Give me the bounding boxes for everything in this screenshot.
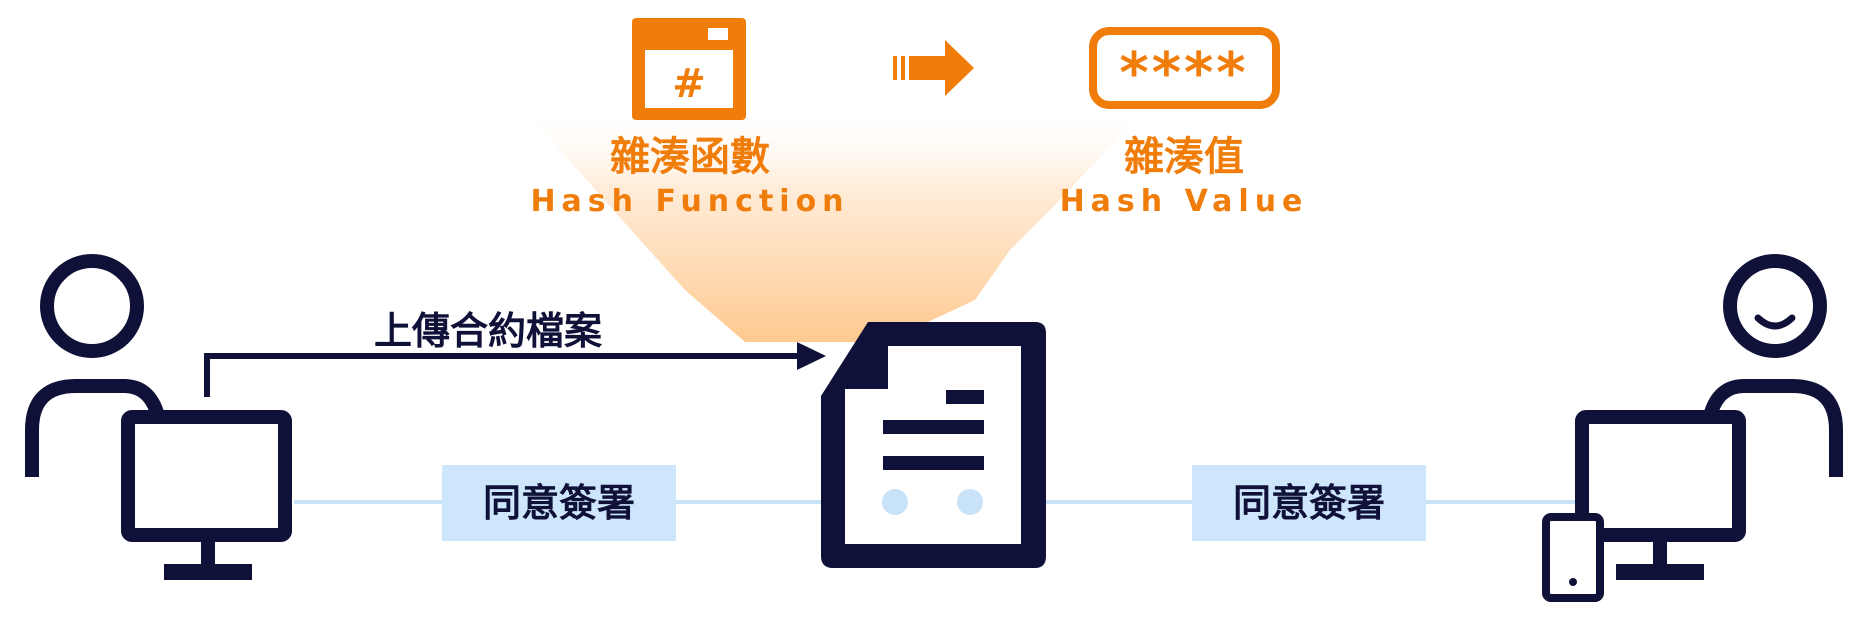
upload-label: 上傳合約檔案 [374, 309, 603, 353]
hash-function-label-zh: 雜湊函數 [610, 134, 770, 180]
user-right-smile-icon [1703, 254, 1843, 477]
connector-dot-left [882, 489, 908, 515]
masked-password-field-icon: **** [1089, 27, 1280, 109]
user-left-icon [25, 254, 165, 477]
connector-dot-right [957, 489, 983, 515]
hash-mask-text: **** [1119, 41, 1248, 106]
hash-value-label-en: Hash Value [1060, 184, 1309, 219]
consent-box-right: 同意簽署 [1192, 465, 1426, 541]
hash-value-label-zh: 雜湊值 [1124, 134, 1244, 180]
mobile-phone-icon [1542, 513, 1604, 602]
hash-function-label-en: Hash Function [530, 184, 849, 219]
double-stripe-right-arrow-icon [893, 40, 974, 96]
computer-left-icon [121, 410, 292, 580]
hash-window-icon: # [632, 18, 746, 120]
hash-symbol: # [672, 61, 706, 107]
upload-arrow [204, 342, 826, 397]
hash-spotlight-cone [520, 105, 1150, 342]
consent-right-label: 同意簽署 [1233, 481, 1385, 525]
consent-left-label: 同意簽署 [483, 481, 635, 525]
computer-right-icon [1575, 410, 1746, 580]
consent-box-left: 同意簽署 [442, 465, 676, 541]
contract-document-icon [821, 322, 1046, 568]
